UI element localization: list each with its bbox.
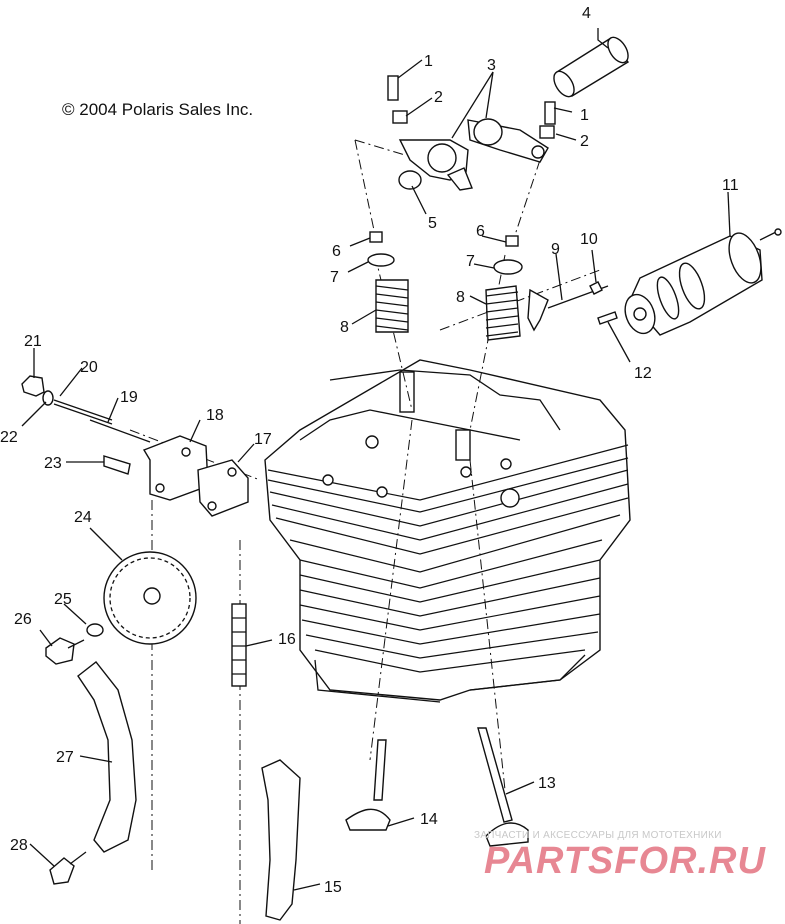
watermark-tagline: ЗАПЧАСТИ И АКСЕССУАРЫ ДЛЯ МОТОТЕХНИКИ (474, 830, 722, 841)
cam-sprocket (45, 551, 197, 665)
callout-13: 13 (538, 775, 556, 792)
copyright-notice: © 2004 Polaris Sales Inc. (62, 100, 254, 119)
callout-28: 28 (10, 837, 28, 854)
tensioner-assembly (21, 375, 249, 517)
camshaft (624, 228, 782, 336)
callout-18: 18 (206, 407, 224, 424)
callout-25: 25 (54, 591, 72, 608)
decompression-lever-and-pins (527, 281, 618, 332)
intake-and-exhaust-valves (345, 727, 529, 847)
rocker-screws-and-nuts (387, 75, 556, 190)
valve-retainers-and-springs (367, 231, 523, 341)
callout-23: 23 (44, 455, 62, 472)
callout-16: 16 (278, 631, 296, 648)
callout-8: 8 (340, 319, 349, 336)
pushrod-tube (553, 36, 630, 98)
callout-20: 20 (80, 359, 98, 376)
callout-2: 2 (434, 89, 443, 106)
callout-7: 7 (330, 269, 339, 286)
cam-chain (231, 603, 247, 687)
callout-8: 8 (456, 289, 465, 306)
callout-10: 10 (580, 231, 598, 248)
callout-6: 6 (476, 223, 485, 240)
callout-27: 27 (56, 749, 74, 766)
callout-24: 24 (74, 509, 92, 526)
rocker-arms (398, 118, 549, 191)
cooling-fins (267, 369, 629, 703)
callout-17: 17 (254, 431, 272, 448)
callout-26: 26 (14, 611, 32, 628)
cylinder-head (264, 359, 631, 703)
callout-19: 19 (120, 389, 138, 406)
callout-4: 4 (582, 5, 591, 22)
callout-9: 9 (551, 241, 560, 258)
callout-5: 5 (428, 215, 437, 232)
callout-7: 7 (466, 253, 475, 270)
callout-22: 22 (0, 429, 18, 446)
callout-14: 14 (420, 811, 438, 828)
callout-1: 1 (424, 53, 433, 70)
callout-2: 2 (580, 133, 589, 150)
callout-6: 6 (332, 243, 341, 260)
callout-12: 12 (634, 365, 652, 382)
callout-11: 11 (722, 177, 739, 194)
callout-21: 21 (24, 333, 42, 350)
callout-1: 1 (580, 107, 589, 124)
callout-3: 3 (487, 57, 496, 74)
watermark-logo: PARTSFOR.RU (484, 840, 766, 882)
callout-labels: 4 1 3 2 1 2 5 11 6 6 10 9 7 7 8 8 12 21 … (0, 5, 739, 896)
chain-guides (49, 661, 301, 921)
leader-lines (21, 28, 731, 891)
callout-15: 15 (324, 879, 342, 896)
